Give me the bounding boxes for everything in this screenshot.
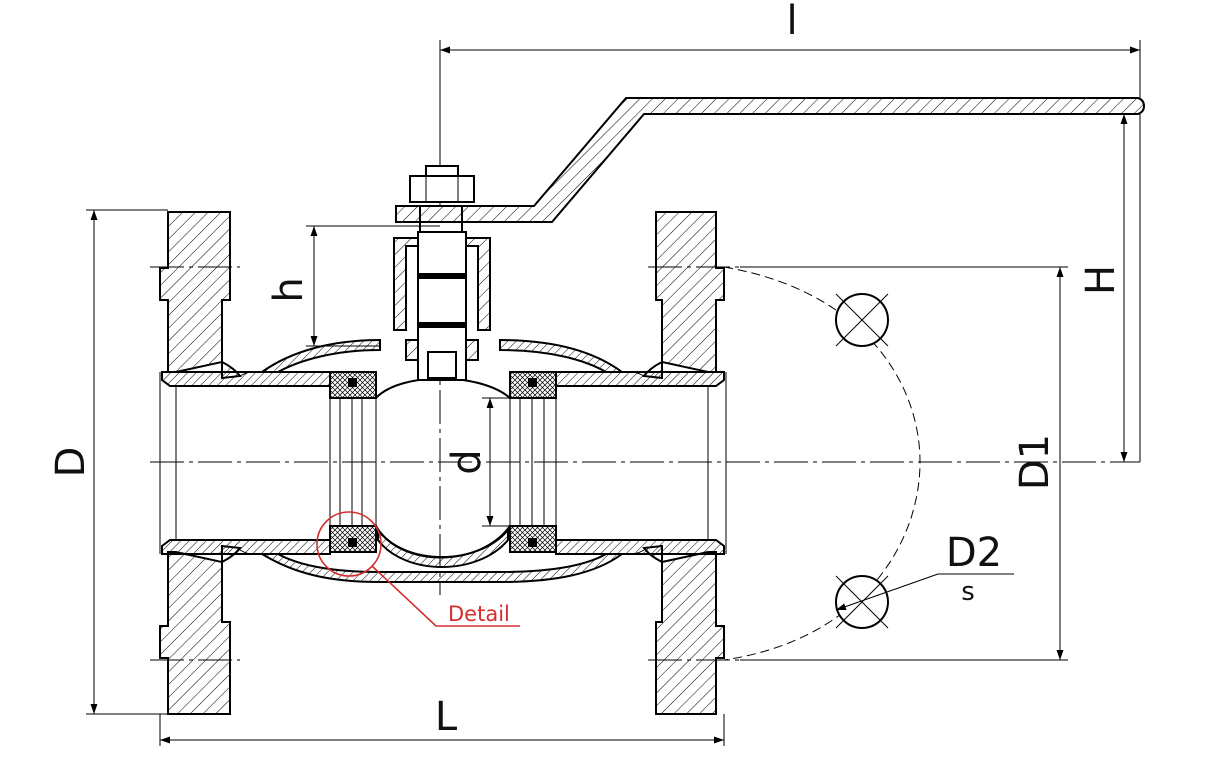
height-h-label: h	[266, 277, 312, 302]
left-flange	[159, 211, 242, 715]
center-lines	[150, 150, 1140, 661]
right-flange	[642, 211, 725, 715]
pipe-ends	[159, 371, 727, 555]
bore-d-label: d	[444, 449, 490, 474]
detail-callout: Detail	[316, 511, 520, 627]
valve-body	[239, 338, 645, 583]
seat-left	[329, 371, 377, 553]
dimension-lines	[86, 40, 1141, 746]
flange-D-label: D	[48, 447, 94, 478]
lever-length-label: l	[786, 0, 797, 44]
bolt-hole-D2-label: D2	[946, 530, 1002, 576]
length-L-label: L	[435, 694, 458, 740]
detail-label: Detail	[448, 602, 510, 626]
bolt-circle	[723, 266, 921, 661]
seat-right	[509, 371, 557, 553]
height-H-label: H	[1078, 265, 1124, 295]
lever-handle	[395, 97, 1146, 223]
bolt-count-s-label: s	[961, 577, 975, 607]
bolt-circle-D1-label: D1	[1012, 434, 1058, 490]
dimension-labels: l H h D d D1 D2 s L	[48, 0, 1124, 740]
stem-assembly	[393, 165, 491, 381]
